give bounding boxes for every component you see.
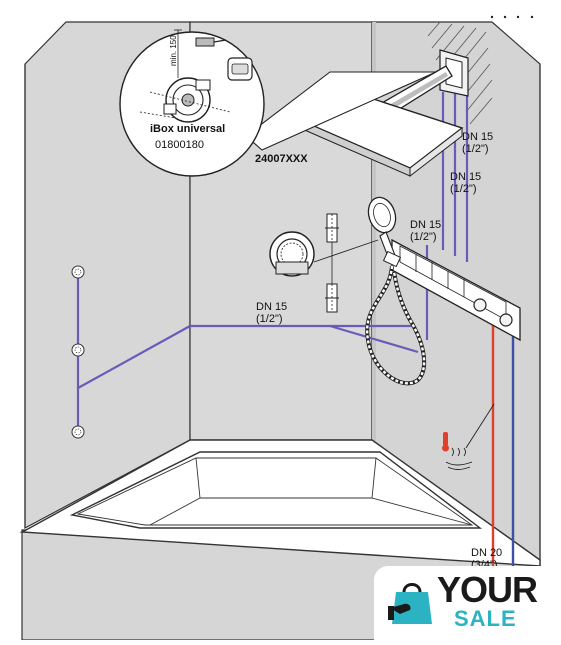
corner-marks — [490, 15, 534, 19]
dn15-label-size: DN 15 — [450, 171, 481, 183]
dn15-label-thread: (1/2") — [450, 183, 477, 195]
tub-basin — [69, 451, 483, 529]
insert-bracket-icon — [325, 213, 339, 243]
body-jets — [71, 265, 85, 439]
wall-inserts — [269, 213, 379, 313]
body-jet-icon — [71, 265, 85, 279]
control-knob-icon — [473, 298, 487, 312]
hand-shower-icon — [367, 196, 402, 268]
pipe-size-labels: DN 15 (1/2") DN 15 (1/2") DN 15 (1/2") D… — [256, 131, 502, 571]
ibox-valve-icon — [195, 37, 227, 47]
logo-word-your: YOUR — [437, 569, 538, 610]
ibox-icon — [139, 77, 231, 123]
dn20-label-size: DN 20 — [471, 547, 502, 559]
yoursale-logo: YOUR SALE — [374, 566, 561, 640]
ibox-callout: min. 150 iBox universal 01800180 — [119, 29, 437, 177]
ibox-cap-icon — [227, 57, 253, 81]
dn15-label-thread: (1/2") — [256, 313, 283, 325]
dn15-label-thread: (1/2") — [410, 231, 437, 243]
shopping-bag-hand-icon — [388, 583, 432, 624]
overhead-code: 24007XXX — [255, 153, 308, 165]
insert-bracket-icon — [325, 283, 339, 313]
hot-water-thermometer-icon — [442, 403, 495, 470]
dn15-label-size: DN 15 — [462, 131, 493, 143]
ibox-dimension: min. 150 — [169, 35, 178, 66]
body-jet-icon — [71, 343, 85, 357]
bathtub — [19, 439, 541, 641]
logo-word-sale: SALE — [454, 606, 517, 631]
dn15-label-thread: (1/2") — [462, 143, 489, 155]
control-knob-icon — [499, 313, 513, 327]
body-jet-icon — [71, 425, 85, 439]
wall-outlet-icon — [269, 231, 379, 277]
dn15-label-size: DN 15 — [410, 219, 441, 231]
ibox-name: iBox universal — [150, 123, 225, 135]
dn15-label-size: DN 15 — [256, 301, 287, 313]
ibox-code: 01800180 — [155, 139, 204, 151]
shower-rail — [365, 196, 521, 386]
